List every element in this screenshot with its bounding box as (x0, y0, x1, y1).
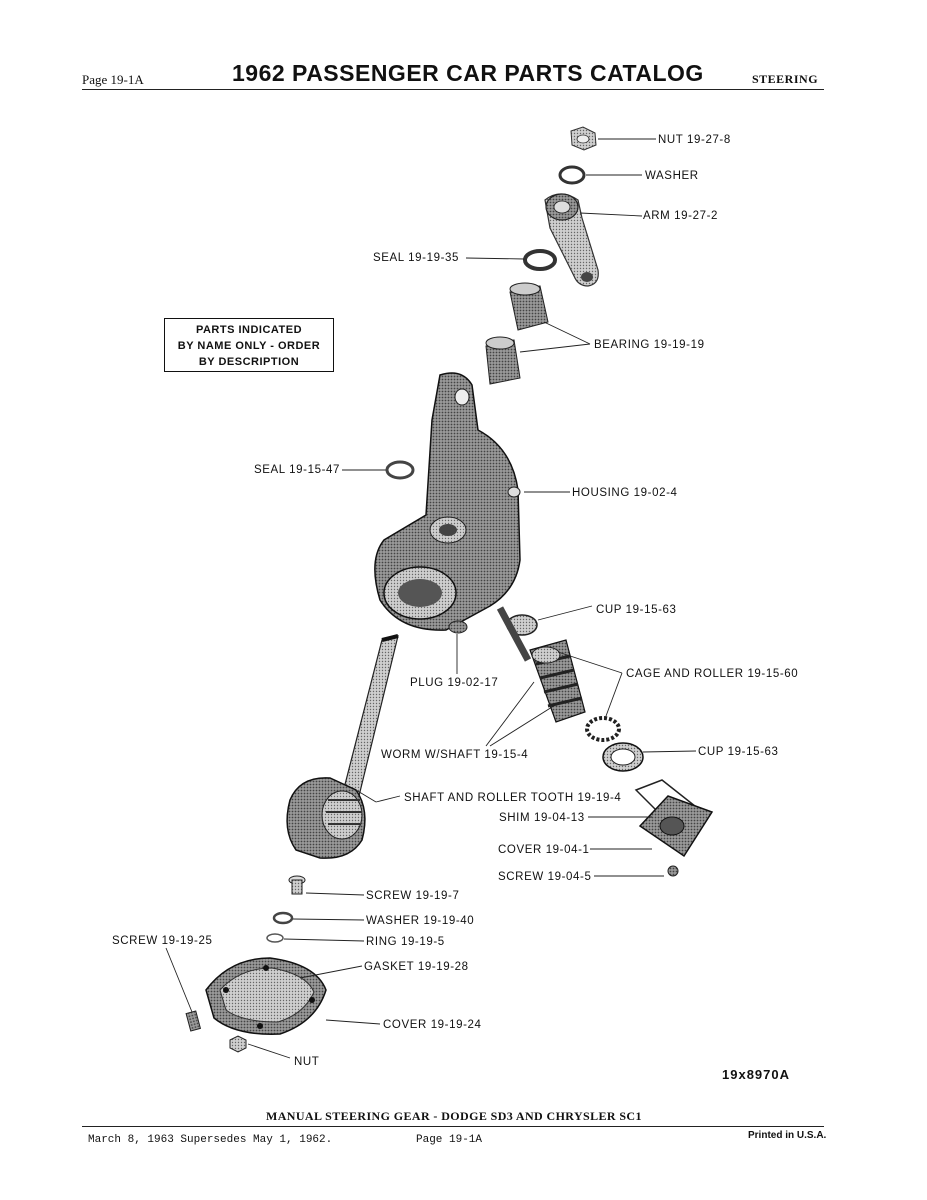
screw-04-part (667, 865, 679, 877)
washer-40-part (272, 911, 294, 925)
seal-35-part (523, 249, 557, 271)
cover-24-part (205, 957, 327, 1035)
label-nut-bottom: NUT (294, 1056, 320, 1068)
label-ring: RING 19-19-5 (366, 936, 445, 948)
ring-part (266, 933, 284, 943)
label-housing: HOUSING 19-02-4 (572, 487, 678, 499)
label-washer-top: WASHER (645, 170, 699, 182)
washer-top-part (558, 165, 586, 185)
label-shim: SHIM 19-04-13 (499, 812, 585, 824)
shaft-roller-part (286, 634, 399, 859)
nut-bottom-part (229, 1035, 247, 1053)
worm-part (496, 606, 586, 723)
figure-caption: MANUAL STEERING GEAR - DODGE SD3 AND CHR… (266, 1109, 642, 1123)
cage-roller-part (585, 716, 621, 742)
nut-top-part (570, 126, 597, 151)
figure-code: 19x8970A (722, 1067, 790, 1082)
screw-7-part (288, 875, 306, 895)
header-rule (82, 89, 824, 90)
label-nut-top: NUT 19-27-8 (658, 134, 731, 146)
label-screw-04: SCREW 19-04-5 (498, 871, 592, 883)
label-cup-lower: CUP 19-15-63 (698, 746, 779, 758)
label-bearing: BEARING 19-19-19 (594, 339, 705, 351)
label-washer-40: WASHER 19-19-40 (366, 915, 475, 927)
label-worm: WORM W/SHAFT 19-15-4 (381, 749, 529, 761)
label-arm: ARM 19-27-2 (643, 210, 718, 222)
label-screw-7: SCREW 19-19-7 (366, 890, 460, 902)
parts-note-box: PARTS INDICATED BY NAME ONLY - ORDER BY … (164, 318, 334, 372)
seal-47-part (385, 460, 415, 480)
footer-date: March 8, 1963 Supersedes May 1, 1962. (88, 1134, 333, 1146)
footer-printed: Printed in U.S.A. (748, 1130, 827, 1141)
label-cover-24: COVER 19-19-24 (383, 1019, 482, 1031)
label-seal-47: SEAL 19-15-47 (254, 464, 341, 476)
label-seal-35: SEAL 19-19-35 (373, 252, 460, 264)
bearing-upper-part (509, 282, 549, 331)
label-shaft-roller: SHAFT AND ROLLER TOOTH 19-19-4 (404, 792, 622, 804)
housing-part (374, 372, 521, 631)
screw-25-part (185, 1010, 202, 1032)
plug-part (448, 620, 468, 634)
section-name: STEERING (752, 72, 819, 86)
cup-lower-part (602, 742, 644, 772)
bearing-lower-part (485, 336, 521, 385)
page-number-header: Page 19-1A (82, 72, 144, 87)
arm-part (544, 193, 599, 287)
label-screw-25: SCREW 19-19-25 (112, 935, 213, 947)
label-cup-upper: CUP 19-15-63 (596, 604, 677, 616)
catalog-title: 1962 PASSENGER CAR PARTS CATALOG (232, 60, 704, 86)
note-line-2: BY NAME ONLY - ORDER (177, 340, 321, 352)
cover-04-part (638, 795, 714, 858)
label-cover-04: COVER 19-04-1 (498, 844, 590, 856)
footer-rule (82, 1126, 824, 1127)
label-cage-roller: CAGE AND ROLLER 19-15-60 (626, 668, 799, 680)
label-gasket: GASKET 19-19-28 (364, 961, 469, 973)
footer-page: Page 19-1A (416, 1134, 483, 1146)
note-line-1: PARTS INDICATED (195, 324, 303, 336)
label-plug: PLUG 19-02-17 (410, 677, 499, 689)
leader-lines (165, 138, 697, 1059)
note-line-3: BY DESCRIPTION (198, 356, 300, 368)
